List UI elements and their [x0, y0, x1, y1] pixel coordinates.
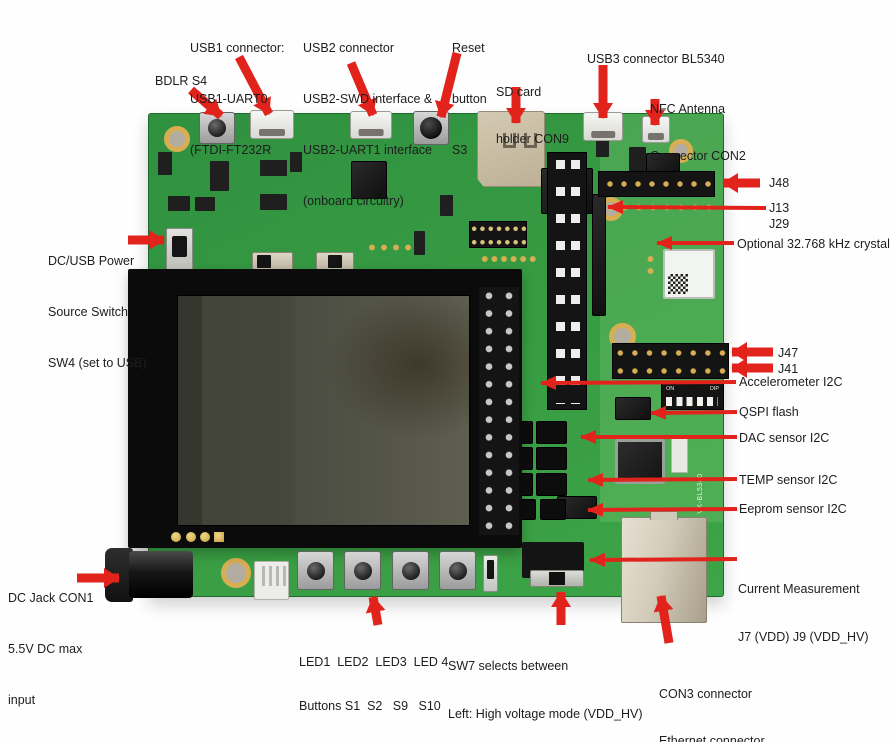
- lcd-pad: [214, 532, 224, 542]
- crystal-pads: [644, 253, 657, 277]
- jumper-block: [536, 421, 567, 444]
- lcd-pin-header: [479, 287, 519, 535]
- lcd-screen: [177, 295, 470, 526]
- label-usb3: USB3 connector BL5340: [587, 52, 725, 66]
- slide-switch: [252, 252, 293, 271]
- small-slide-switch: [483, 555, 498, 592]
- sd-contact: [503, 133, 516, 148]
- label-sw7: SW7 selects between Left: High voltage m…: [448, 658, 643, 722]
- label-accelerometer: Accelerometer I2C: [739, 375, 843, 389]
- passive-component: [195, 197, 215, 211]
- dip-switch-column: [547, 152, 587, 410]
- gold-pad-row: [366, 242, 414, 253]
- two-row-header: [469, 221, 527, 248]
- label-bdlr: BDLR S4: [155, 74, 208, 88]
- lcd-pad: [186, 532, 196, 542]
- label-j47: J47: [778, 346, 799, 360]
- j48-pad-row: [604, 202, 716, 213]
- label-qspi: QSPI flash: [739, 405, 799, 419]
- label-j48: J48: [769, 176, 790, 190]
- passive-component: [210, 161, 229, 191]
- dip-dip-label: DIP: [709, 386, 719, 392]
- label-sw4: DC/USB Power Source Switch SW4 (set to U…: [48, 254, 147, 370]
- jumper-block: [536, 473, 567, 496]
- dip-on-label: ON: [666, 386, 675, 392]
- jumper-block: [536, 447, 567, 470]
- passive-component: [440, 195, 453, 216]
- sd-contact: [524, 133, 537, 148]
- mcu-qfp-chip: [615, 439, 665, 484]
- passive-component: [168, 196, 190, 211]
- dc-jack-con1: [129, 551, 193, 598]
- gold-pad-row: [480, 253, 538, 265]
- label-dac: DAC sensor I2C: [739, 431, 830, 445]
- label-j29: J29: [769, 217, 790, 231]
- sw4-knob: [172, 236, 187, 257]
- label-crystal: Optional 32.768 kHz crystal: [737, 237, 890, 251]
- mounting-hole: [164, 126, 190, 152]
- passive-component: [260, 194, 287, 210]
- button-s2: [344, 551, 381, 590]
- label-con3: CON3 connector Ethernet connector: [659, 687, 765, 742]
- lcd-pad: [171, 532, 181, 542]
- label-temp: TEMP sensor I2C: [739, 473, 838, 487]
- label-usb2: USB2 connector USB2-SWD interface & USB2…: [303, 41, 433, 208]
- passive-component: [629, 147, 646, 176]
- jumper-block: [540, 499, 566, 520]
- sw7-knob: [549, 572, 565, 585]
- passive-component: [158, 152, 172, 175]
- lcd-display-board: [128, 269, 522, 548]
- passive-component: [596, 139, 609, 157]
- label-nfc: NFC Antenna Connector CON2: [650, 102, 746, 163]
- passive-component: [414, 231, 425, 255]
- button-s9: [392, 551, 429, 590]
- four-pin-connector: [254, 561, 289, 600]
- label-leds-buttons: LED1 LED2 LED3 LED 4 Buttons S1 S2 S9 S1…: [299, 655, 449, 713]
- slide-switch: [316, 252, 354, 271]
- header-strip: [592, 194, 606, 316]
- passive-component: [260, 160, 287, 176]
- label-j13: J13: [769, 201, 790, 215]
- label-usb1: USB1 connector: USB1-UART0 (FTDI-FT232R: [190, 41, 285, 157]
- label-dcjack: DC Jack CON1 5.5V DC max input: [8, 591, 94, 707]
- label-j41: J41: [778, 362, 799, 376]
- mounting-hole: [669, 139, 693, 163]
- lcd-pad: [200, 532, 210, 542]
- button-s1: [297, 551, 334, 590]
- label-eeprom: Eeprom sensor I2C: [739, 502, 847, 516]
- usb3-connector: [583, 112, 623, 141]
- ethernet-connector-con3: [621, 517, 707, 623]
- label-sdcard: SD card holder CON9: [496, 85, 569, 146]
- config-dip-switch: ON DIP: [661, 383, 724, 410]
- label-reset: Reset button S3: [452, 41, 487, 157]
- qspi-flash-chip: [615, 397, 651, 420]
- ftdi-chip: [351, 161, 387, 199]
- arrow-leds: [365, 596, 386, 626]
- label-current: Current Measurement J7 (VDD) J9 (VDD_HV): [738, 582, 869, 644]
- mounting-hole: [221, 558, 251, 588]
- button-s10: [439, 551, 476, 590]
- j48-header: [598, 171, 715, 197]
- j47-j41-header: [612, 343, 729, 379]
- passive-component: [671, 437, 688, 473]
- bl5340-module: [663, 249, 715, 299]
- passive-component: [290, 152, 302, 172]
